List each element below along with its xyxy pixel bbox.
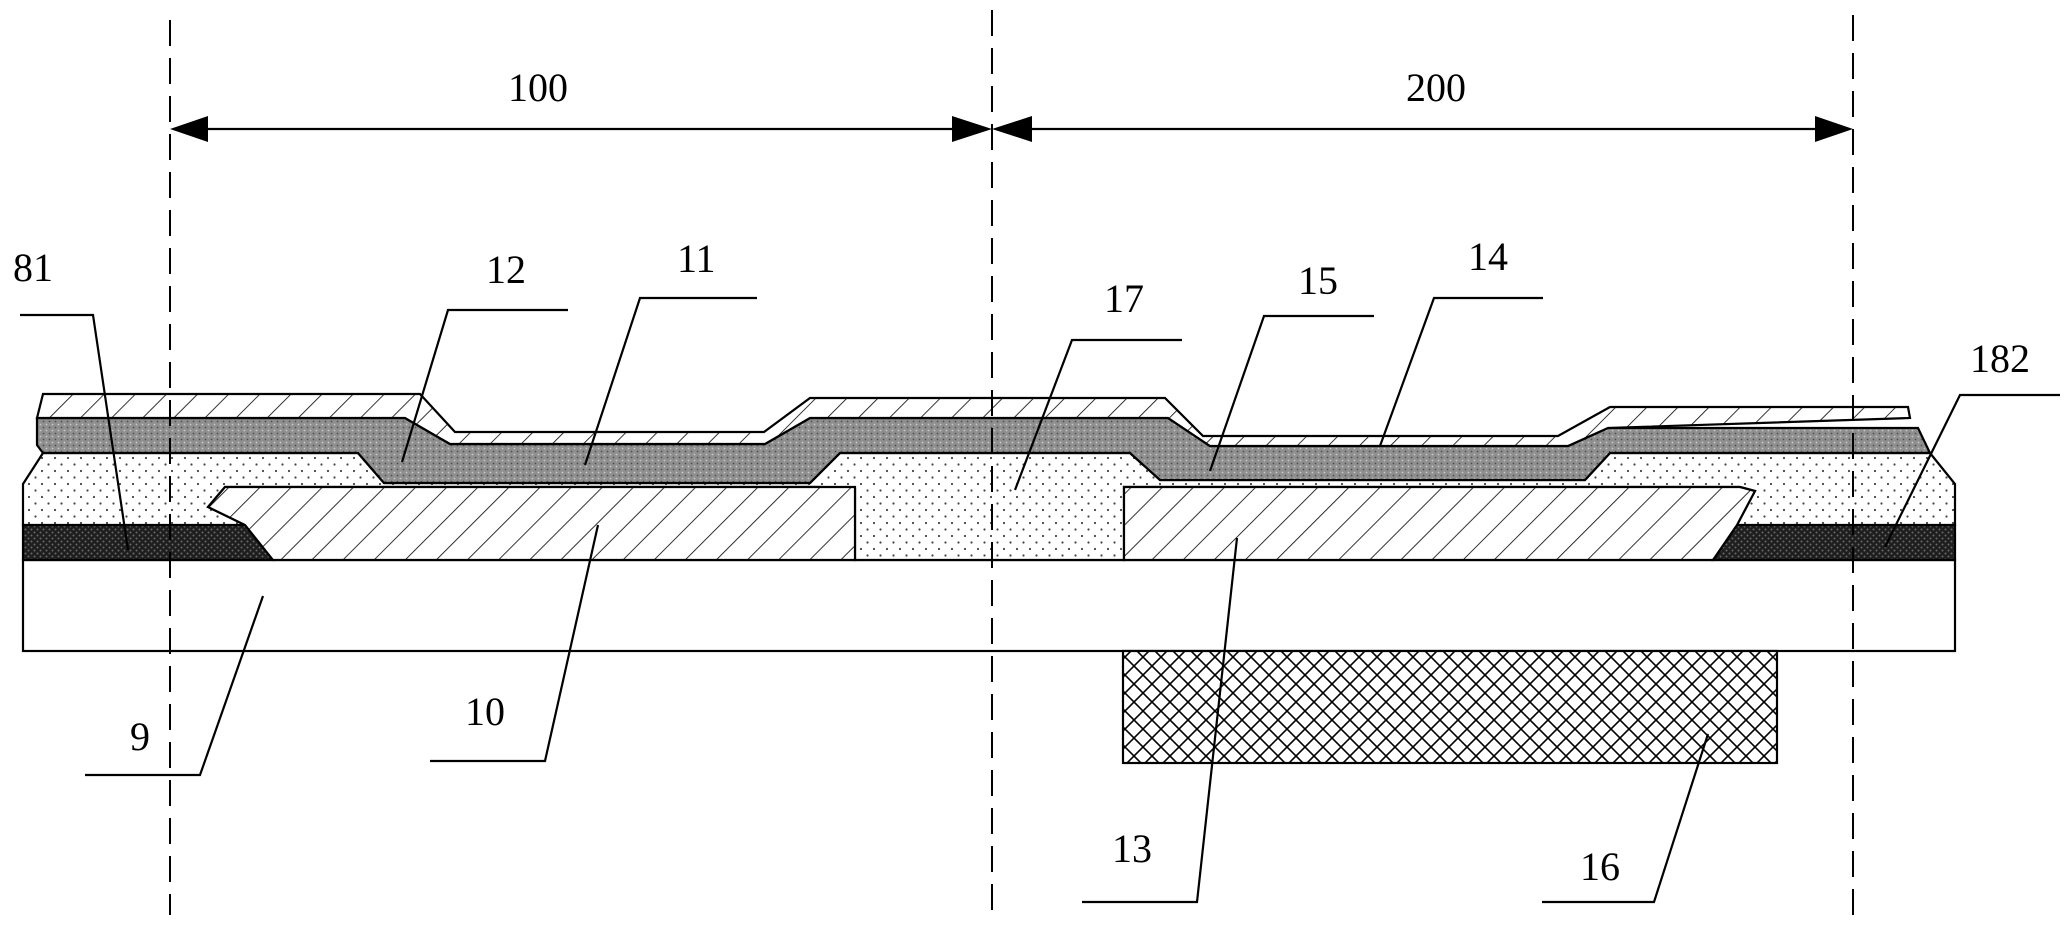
leader-line-14 xyxy=(1378,296,1543,447)
leader-line-10 xyxy=(430,524,600,763)
label-81: 81 xyxy=(13,245,53,290)
region-label-200: 200 xyxy=(1406,65,1466,110)
label-17: 17 xyxy=(1104,276,1144,321)
label-11: 11 xyxy=(677,236,716,281)
electrode-10 xyxy=(206,485,857,562)
pad-182 xyxy=(1710,523,1957,562)
label-15: 15 xyxy=(1298,258,1338,303)
label-182: 182 xyxy=(1970,336,2030,381)
region-label-100: 100 xyxy=(508,65,568,110)
dimension-arrow-100 xyxy=(170,116,992,142)
leader-line-16 xyxy=(1542,733,1710,904)
leader-line-9 xyxy=(85,595,265,777)
leader-line-11 xyxy=(583,296,757,466)
label-9: 9 xyxy=(130,714,150,759)
leader-line-12 xyxy=(400,308,568,463)
label-10: 10 xyxy=(465,689,505,734)
label-16: 16 xyxy=(1580,844,1620,889)
substrate-layer-9 xyxy=(21,558,1957,653)
dimension-arrow-200 xyxy=(992,116,1853,142)
top-hatched-layer-12-14 xyxy=(35,392,1912,448)
leader-line-13 xyxy=(1082,537,1239,904)
pad-81 xyxy=(21,523,276,562)
electrode-13 xyxy=(1122,485,1757,562)
leader-line-81 xyxy=(20,313,130,551)
label-14: 14 xyxy=(1468,234,1508,279)
label-12: 12 xyxy=(486,247,526,292)
label-13: 13 xyxy=(1112,826,1152,871)
leader-line-182 xyxy=(1884,393,2060,548)
leader-line-17 xyxy=(1013,338,1182,491)
block-16 xyxy=(1121,649,1779,765)
leader-line-15 xyxy=(1208,314,1374,472)
